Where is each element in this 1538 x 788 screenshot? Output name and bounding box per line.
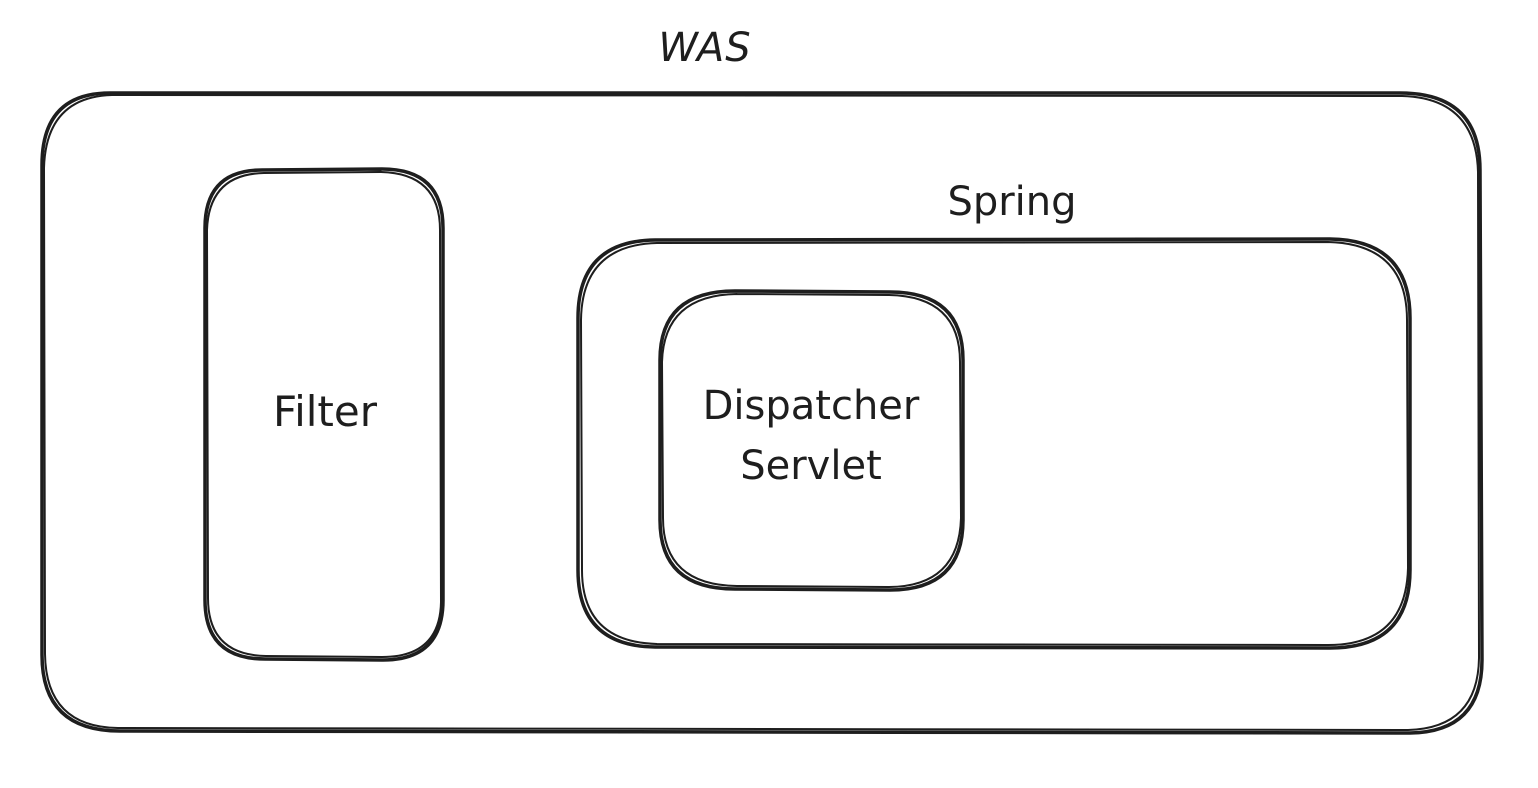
filter-label: Filter — [272, 386, 378, 436]
dispatcher-servlet-box — [658, 289, 965, 592]
dispatcher-servlet-label: Dispatcher Servlet — [671, 376, 951, 496]
was-label: WAS — [658, 25, 752, 71]
filter-box — [203, 167, 445, 662]
dispatcher-servlet-label-line1: Dispatcher — [702, 383, 920, 429]
was-container-box — [40, 90, 1484, 735]
spring-label: Spring — [947, 179, 1077, 225]
dispatcher-servlet-label-line2: Servlet — [740, 443, 882, 489]
spring-box — [576, 237, 1412, 650]
